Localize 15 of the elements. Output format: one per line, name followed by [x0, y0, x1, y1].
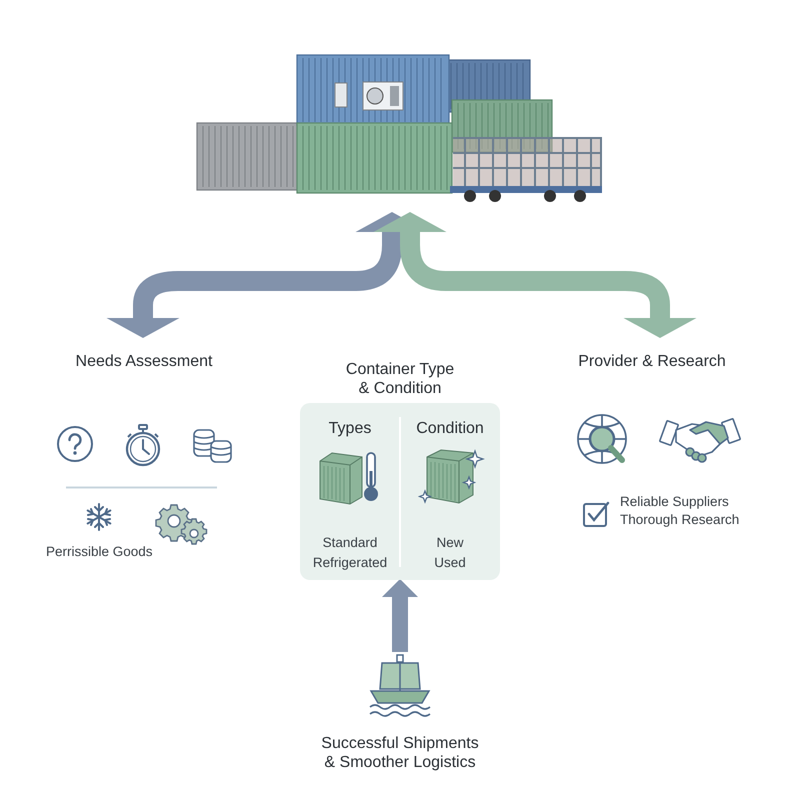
- type-item: Refrigerated: [312, 554, 388, 572]
- condition-item: New: [435, 534, 464, 552]
- outcome-text: Successful Shipments & Smoother Logistics: [320, 734, 480, 772]
- type-item: Standard: [322, 534, 378, 552]
- section-heading: Provider & Research: [577, 352, 727, 371]
- condition-item: Used: [433, 554, 467, 572]
- perishable-goods-label: Perrissible Goods: [46, 543, 154, 561]
- arrow: [382, 579, 418, 652]
- column-heading: Condition: [415, 419, 485, 438]
- column-heading: Types: [328, 419, 372, 438]
- section-heading: Container Type & Condition: [344, 360, 456, 398]
- section-heading: Needs Assessment: [74, 352, 214, 371]
- supplier-note: Reliable Suppliers: [620, 493, 730, 511]
- arrow: [374, 212, 696, 338]
- research-note: Thorough Research: [620, 511, 740, 529]
